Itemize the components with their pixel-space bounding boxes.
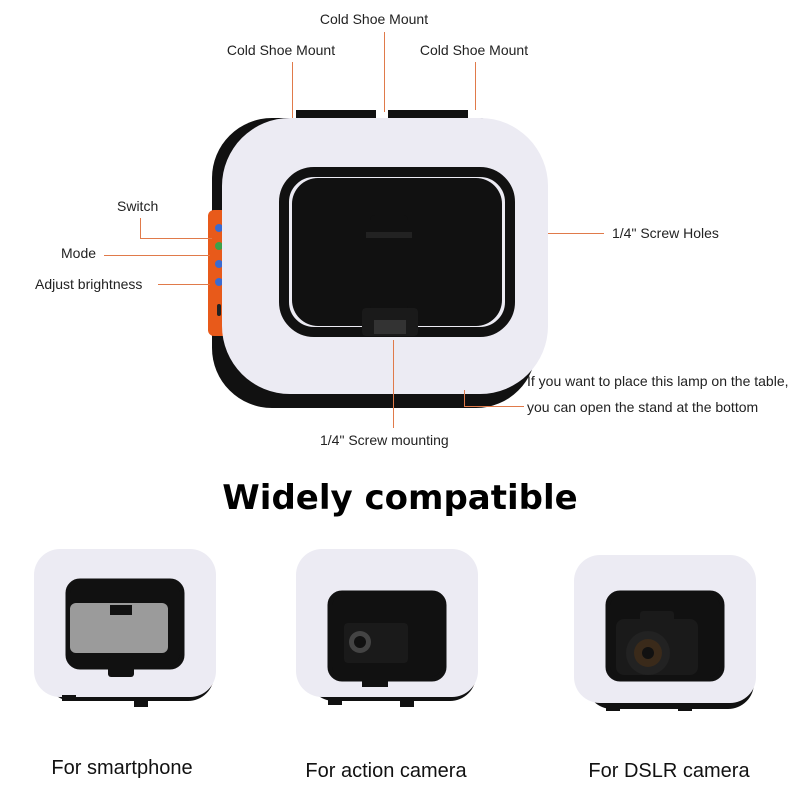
caption-smartphone: For smartphone (51, 757, 193, 779)
leader-stand (464, 390, 465, 406)
leader-screw-mount (393, 340, 394, 428)
caption-dslr: For DSLR camera (588, 760, 750, 782)
ring-light-main (208, 110, 548, 408)
label-screw-mounting: 1/4" Screw mounting (320, 432, 449, 448)
label-mode: Mode (61, 245, 97, 261)
leader-top-right (475, 62, 476, 110)
ring-light-smartphone (34, 549, 216, 707)
ring-light-dslr (574, 555, 756, 711)
label-switch: Switch (117, 198, 159, 214)
ring-light-action-camera (296, 549, 478, 707)
label-cold-shoe-top: Cold Shoe Mount (319, 11, 429, 27)
leader-top-left (292, 62, 293, 118)
leader-switch-v (140, 218, 141, 238)
stand-note: If you want to place this lamp on the ta… (527, 373, 789, 415)
label-brightness: Adjust brightness (35, 276, 143, 292)
label-cold-shoe-right: Cold Shoe Mount (419, 42, 529, 58)
headline: Widely compatible (222, 478, 578, 518)
leader-mode (104, 255, 210, 256)
leader-brightness (158, 284, 210, 285)
label-cold-shoe-left: Cold Shoe Mount (226, 42, 336, 58)
caption-action-camera: For action camera (305, 760, 467, 782)
leader-top-center (384, 32, 385, 112)
leader-stand-h (464, 406, 524, 407)
label-screw-holes: 1/4" Screw Holes (612, 225, 719, 241)
leader-switch (140, 238, 212, 239)
leader-screw-holes (548, 233, 604, 234)
